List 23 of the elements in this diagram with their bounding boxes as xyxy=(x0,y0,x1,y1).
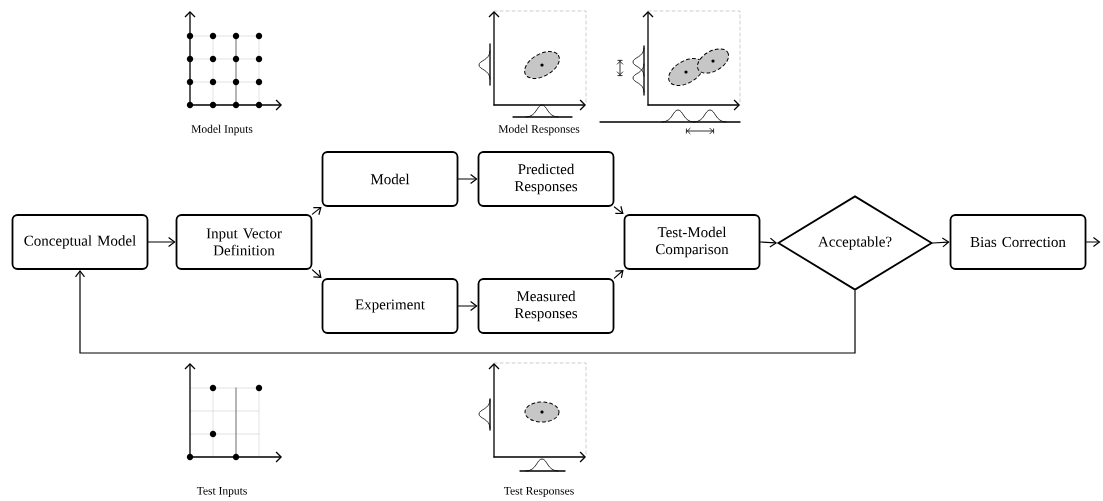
arrow xyxy=(932,237,950,248)
arrow xyxy=(457,300,478,312)
process-box: Model xyxy=(321,151,459,207)
arrow xyxy=(147,236,176,248)
plot-caption: Model Inputs xyxy=(191,124,253,136)
process-box: Predicted Responses xyxy=(477,151,615,207)
process-box: Conceptual Model xyxy=(11,214,149,270)
process-box: Measured Responses xyxy=(477,278,615,334)
plot-caption: Model Responses xyxy=(498,124,580,136)
arrow xyxy=(1085,236,1101,248)
process-box: Experiment xyxy=(321,278,459,334)
arrow xyxy=(311,206,322,216)
plot-caption: Test Inputs xyxy=(196,487,247,497)
process-box: Bias Correction xyxy=(949,214,1087,270)
arrow xyxy=(457,173,478,185)
plot-caption: Test Responses xyxy=(504,487,574,497)
arrow xyxy=(759,237,778,248)
process-box: Input Vector Definition xyxy=(175,214,313,270)
arrow xyxy=(613,269,624,279)
arrow xyxy=(311,269,322,279)
process-box: Test-Model Comparison xyxy=(623,214,761,270)
arrow xyxy=(74,269,856,354)
arrow xyxy=(613,205,624,215)
